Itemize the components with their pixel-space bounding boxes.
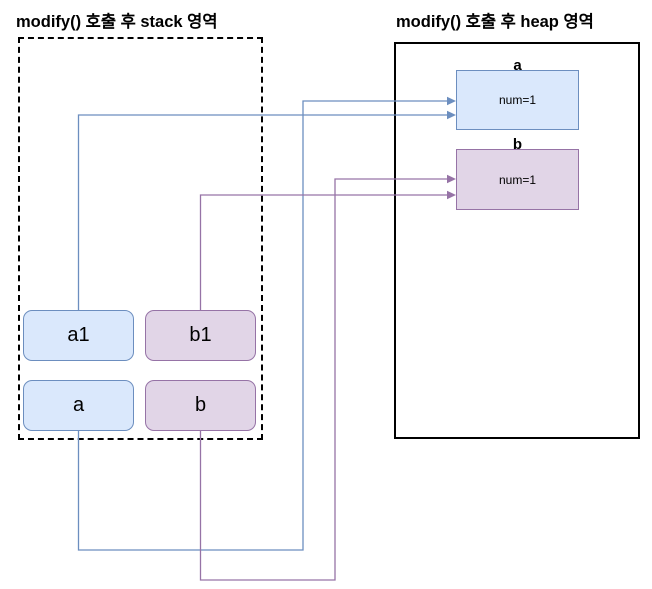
stack-var-b: b [145, 380, 256, 431]
heap-object-b-field: num=1 [498, 172, 537, 187]
heap-object-a-label: a [513, 57, 522, 74]
stack-var-b-label: b [194, 394, 207, 416]
stack-region-title: modify() 호출 후 stack 영역 [16, 13, 218, 31]
stack-var-a1-label: a1 [67, 324, 90, 346]
heap-object-b: b num=1 [456, 137, 579, 210]
stack-var-a-label: a [72, 394, 85, 416]
heap-object-b-label: b [512, 136, 523, 153]
stack-var-b1-label: b1 [189, 324, 212, 346]
stack-var-b1: b1 [145, 310, 256, 361]
stack-var-a1: a1 [23, 310, 134, 361]
heap-object-a-field: num=1 [498, 93, 537, 107]
heap-object-a: a num=1 [456, 58, 579, 130]
stack-var-a: a [23, 380, 134, 431]
heap-region-title: modify() 호출 후 heap 영역 [396, 13, 594, 31]
